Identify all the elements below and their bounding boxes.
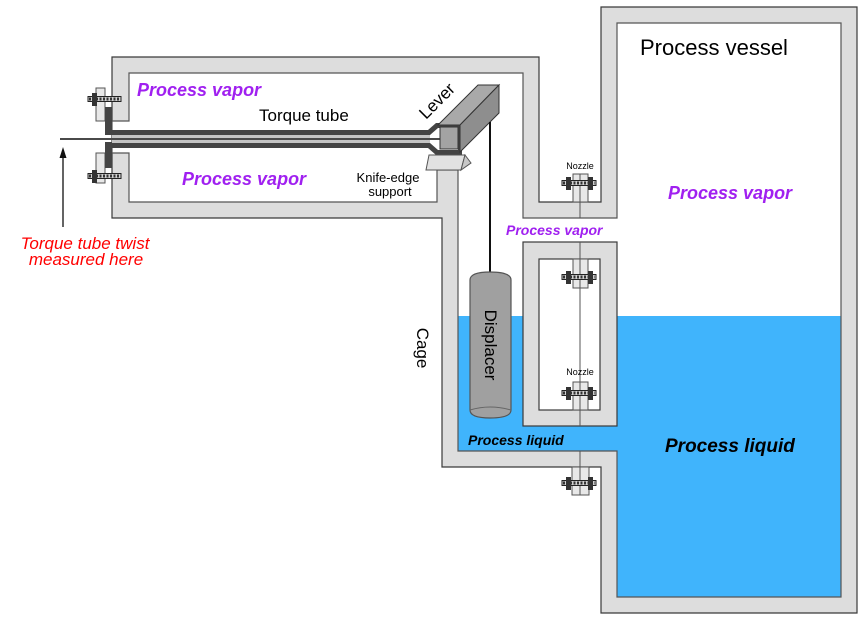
vessel-liquid-label: Process liquid (665, 436, 795, 457)
nozzle-lower-label: Nozzle (566, 367, 594, 377)
cage-liquid-label: Process liquid (468, 432, 564, 448)
nozzle-pipe-gap (538, 258, 601, 411)
torque-tube-label: Torque tube (259, 106, 349, 125)
housing-flange-plate-upper (95, 87, 106, 122)
bolt-lower-nozzle (561, 387, 597, 400)
bolt-upper-nozzle (561, 177, 597, 190)
bolt-housing-lower (87, 170, 122, 183)
passage-vapor-label: Process vapor (506, 222, 604, 238)
knife-edge-support (425, 153, 472, 172)
annotation-line2: measured here (29, 250, 143, 269)
knife-edge-label-line2: support (368, 184, 412, 199)
bolt-bottom-flange (561, 477, 597, 490)
displacer-bottom-cap-line (469, 406, 512, 411)
vessel-vapor-label: Process vapor (668, 183, 793, 203)
lever-clevis (428, 123, 462, 155)
housing-vapor-top-label: Process vapor (137, 80, 262, 100)
lever (436, 83, 501, 154)
nozzle-upper-label: Nozzle (566, 161, 594, 171)
bolt-middle-upper (561, 271, 597, 284)
displacer-label: Displacer (481, 310, 500, 381)
knife-edge-label-line1: Knife-edge (357, 170, 420, 185)
annotation-line1: Torque tube twist (21, 234, 151, 253)
cage-label: Cage (413, 328, 432, 369)
measurement-arrow-icon (59, 147, 67, 227)
vessel-title-label: Process vessel (640, 35, 788, 60)
housing-vapor-bottom-label: Process vapor (182, 169, 307, 189)
bolt-housing-upper (87, 93, 122, 106)
